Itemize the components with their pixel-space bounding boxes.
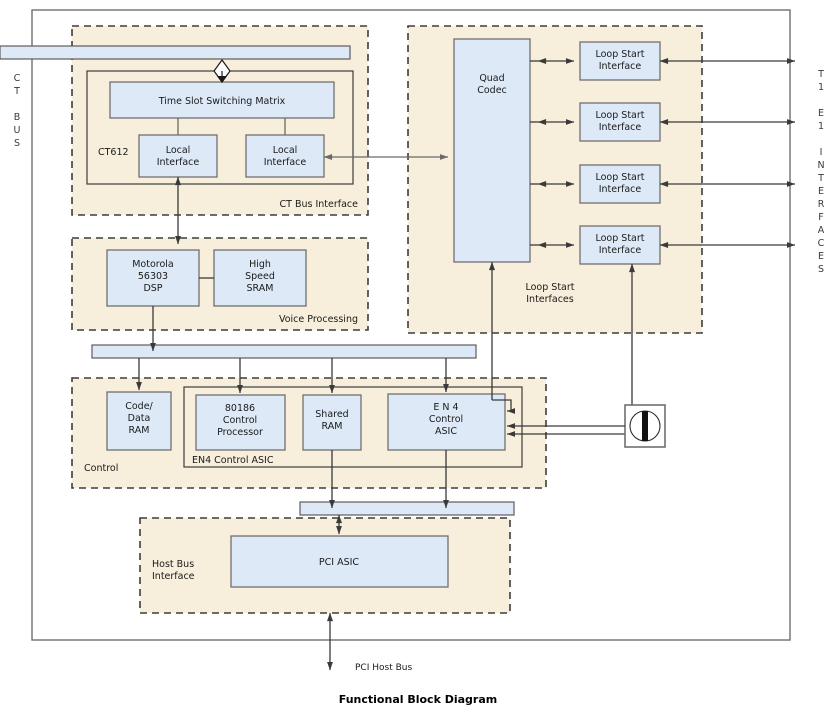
t1e1-char-6: I [820,147,823,158]
block-en4-line-2: ASIC [435,426,457,437]
block-loop-start-1-line-0: Loop Start [595,49,644,60]
group-ct612-label: CT612 [98,147,129,158]
t1e1-char-9: E [818,186,824,197]
block-loop-start-interface-2[interactable] [579,102,661,142]
block-quad-codec-line-0: Quad [479,73,504,84]
block-cpu-line-0: 80186 [225,403,255,414]
block-en4-line-1: Control [429,414,463,425]
block-en4-control-asic[interactable] [387,393,506,451]
zone-host-bus-interface-line-0: Host Bus [152,559,194,570]
block-time-slot-switching-matrix-label: Time Slot Switching Matrix [158,96,286,107]
block-loop-start-2-line-0: Loop Start [595,110,644,121]
ct-bus-label-char-4: U [14,125,21,136]
zone-loop-start-label-line-1: Interfaces [526,294,574,305]
block-shared-ram[interactable] [302,394,362,451]
board-outline [31,9,791,641]
ct-bus-label-char-1: T [13,86,20,97]
block-local-interface-a-line-1: Interface [157,157,200,168]
diagram-caption: Functional Block Diagram [339,693,497,706]
t1e1-char-1: 1 [818,82,824,93]
block-loop-start-2-line-1: Interface [599,122,642,133]
zone-voice-processing-label: Voice Processing [279,314,358,325]
block-shared-ram-line-0: Shared [315,409,348,420]
block-sram-line-2: SRAM [247,283,274,294]
phone-connector-icon[interactable] [624,404,666,448]
t1e1-char-12: A [818,225,825,236]
zone-loop-start-label-line-0: Loop Start [525,282,574,293]
block-pci-asic[interactable] [230,535,449,588]
block-code-data-ram-line-0: Code/ [125,401,153,412]
t1-e1-interfaces-edge-label: T 1 E 1 I N T E R F A C E S [817,69,825,275]
t1e1-char-8: T [817,173,824,184]
block-shared-ram-line-1: RAM [322,421,343,432]
pci-host-bus-label: PCI Host Bus [355,663,412,673]
t1e1-char-14: E [818,251,824,262]
bus-internal[interactable] [91,344,477,359]
zone-ct-bus-interface-label: CT Bus Interface [280,199,359,210]
block-code-data-ram-line-2: RAM [129,425,150,436]
t1e1-char-15: S [818,264,824,275]
block-quad-codec[interactable] [453,38,531,263]
block-loop-start-4-line-1: Interface [599,245,642,256]
block-dsp-line-0: Motorola [132,259,174,270]
block-en4-line-0: E N 4 [433,402,458,413]
block-sram-line-0: High [249,259,271,270]
block-high-speed-sram[interactable] [213,249,307,307]
ct-bus-label-char-0: C [14,73,21,84]
t1e1-char-10: R [818,199,825,210]
block-loop-start-interface-1[interactable] [579,41,661,81]
block-cpu-line-2: Processor [217,427,263,438]
block-loop-start-interface-4[interactable] [579,225,661,265]
ct-bus-label-char-3: B [14,112,21,123]
block-loop-start-1-line-1: Interface [599,61,642,72]
t1e1-char-3: E [818,108,824,119]
block-local-interface-b[interactable] [245,134,325,178]
block-local-interface-b-line-0: Local [273,145,298,156]
diamond-tap-icon [213,58,231,84]
t1e1-char-4: 1 [818,121,824,132]
block-loop-start-4-line-0: Loop Start [595,233,644,244]
ct-bus-edge-label: C T B U S [13,73,21,149]
block-local-interface-a-line-0: Local [166,145,191,156]
block-code-data-ram-line-1: Data [128,413,151,424]
block-loop-start-3-line-0: Loop Start [595,172,644,183]
block-dsp-line-2: DSP [143,283,162,294]
bus-host[interactable] [299,501,515,516]
zone-host-bus-interface-line-1: Interface [152,571,195,582]
block-cpu-line-1: Control [223,415,257,426]
zone-control-label: Control [84,463,118,474]
t1e1-char-11: F [818,212,823,223]
group-en4-control-asic-label: EN4 Control ASIC [192,455,274,466]
t1e1-char-13: C [818,238,825,249]
t1e1-char-0: T [817,69,824,80]
ct-bus-label-char-5: S [14,138,20,149]
block-local-interface-b-line-1: Interface [264,157,307,168]
block-80186-control-processor[interactable] [195,394,286,451]
block-code-data-ram[interactable] [106,391,172,451]
block-loop-start-3-line-1: Interface [599,184,642,195]
block-local-interface-a[interactable] [138,134,218,178]
block-loop-start-interface-3[interactable] [579,164,661,204]
block-dsp-line-1: 56303 [138,271,168,282]
t1e1-char-7: N [817,160,824,171]
block-pci-asic-label: PCI ASIC [319,557,360,568]
block-quad-codec-line-1: Codec [477,85,507,96]
bus-ct-bus[interactable] [0,45,351,60]
block-sram-line-1: Speed [245,271,275,282]
